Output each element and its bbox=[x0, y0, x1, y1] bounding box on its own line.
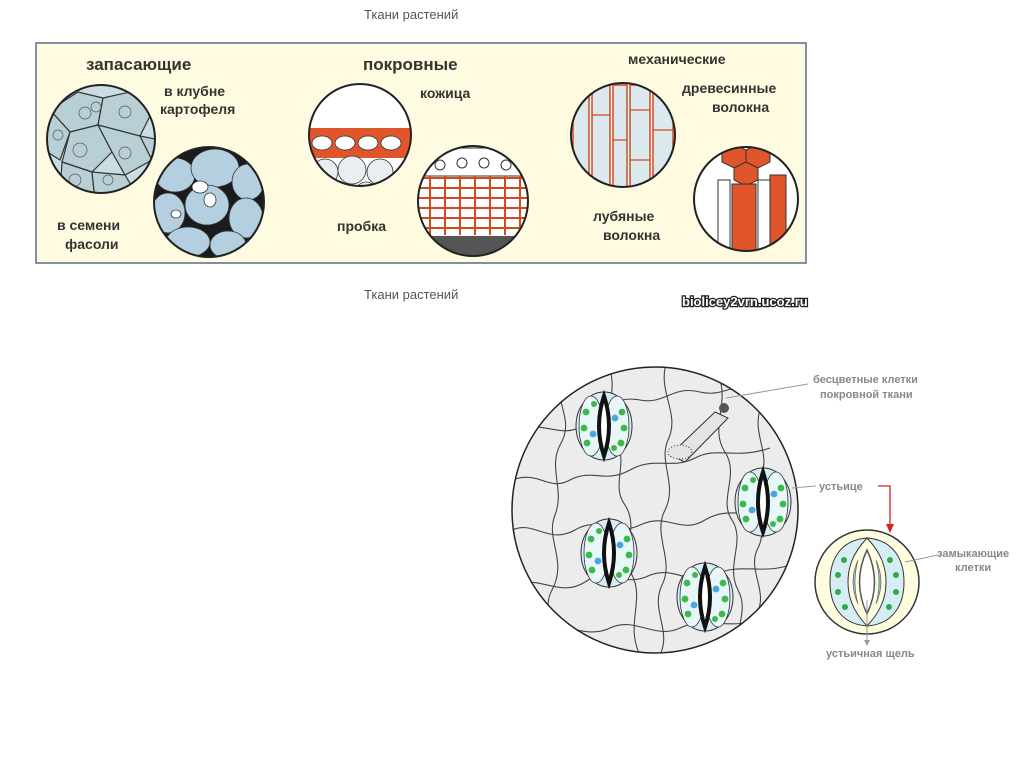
label-colorless-cells-1: бесцветные клетки bbox=[813, 374, 918, 386]
label-tuber-1: в клубне bbox=[164, 83, 225, 99]
arrow-head-icon bbox=[886, 524, 894, 533]
wood-fibers-circle bbox=[694, 147, 798, 251]
label-cork: пробка bbox=[337, 218, 386, 234]
label-mechanical-title: механические bbox=[628, 51, 726, 67]
label-tuber-2: картофеля bbox=[160, 101, 235, 117]
label-guard-cells-1: замыкающие bbox=[937, 548, 1009, 560]
caption-mid: Ткани растений bbox=[364, 287, 459, 302]
label-wood-1: древесинные bbox=[682, 80, 777, 96]
label-seed-2: фасоли bbox=[65, 236, 119, 252]
stoma-pointer-arrow bbox=[878, 485, 891, 528]
label-bast-1: лубяные bbox=[593, 208, 655, 224]
label-covering-title: покровные bbox=[363, 55, 458, 74]
watermark: biolicey2vrn.ucoz.ru bbox=[682, 294, 808, 309]
label-wood-2: волокна bbox=[712, 99, 769, 115]
label-skin: кожица bbox=[420, 85, 470, 101]
stoma-1 bbox=[574, 390, 634, 462]
label-guard-cells-2: клетки bbox=[955, 562, 991, 574]
label-stoma: устьице bbox=[819, 481, 863, 493]
label-seed-1: в семени bbox=[57, 217, 120, 233]
label-stomatal-slit: устьичная щель bbox=[826, 648, 915, 660]
label-colorless-cells-2: покровной ткани bbox=[820, 389, 913, 401]
epidermis-circle bbox=[309, 84, 411, 186]
stoma-4 bbox=[675, 561, 735, 633]
caption-top: Ткани растений bbox=[364, 7, 459, 22]
stoma-2 bbox=[733, 466, 793, 538]
stoma-detail bbox=[814, 529, 920, 635]
hair-cell bbox=[667, 403, 729, 463]
stoma-3 bbox=[579, 517, 639, 589]
label-bast-2: волокна bbox=[603, 227, 660, 243]
label-storage-title: запасающие bbox=[86, 55, 191, 74]
cork-circle bbox=[418, 146, 528, 256]
